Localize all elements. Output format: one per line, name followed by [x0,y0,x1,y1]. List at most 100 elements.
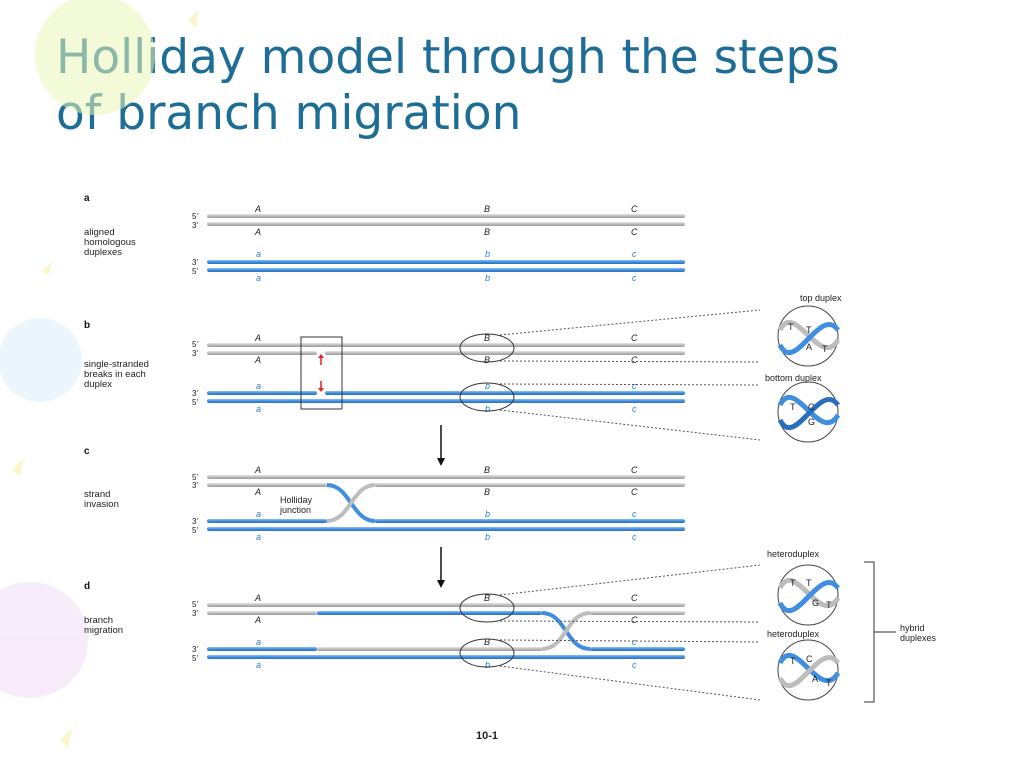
gene-label: c [632,509,637,519]
helix-strand [777,655,841,689]
gene-label: a [256,660,261,670]
crossover-strand [326,483,376,523]
helix-strand [777,397,841,431]
blue-strand [317,611,542,615]
end-label: 3' [192,517,198,526]
panel-c-letter: c [84,446,90,457]
panel-b-letter: b [84,320,90,331]
gene-label: b [485,660,490,670]
grey-strand [207,351,317,355]
gene-label: c [632,532,637,542]
base-letter: T [790,402,796,412]
blue-strand [590,647,685,651]
gene-label: A [254,204,261,214]
gene-label: C [631,333,638,343]
zoom-leader [499,409,761,441]
gene-label: a [256,273,261,283]
base-letter: T [826,678,832,688]
blue-strand [207,655,685,659]
panel-d-caption-1: branch [84,615,113,626]
holliday-junction-label-2: junction [279,505,311,515]
gene-label: B [484,487,490,497]
grey-strand [207,611,317,615]
end-label: 5' [192,473,198,482]
panel-b: 5' 3' 3' 5' A B C A B C a b c a b c top … [192,293,842,443]
zoom-leader [499,309,761,336]
gene-label: B [484,465,490,475]
end-label: 3' [192,389,198,398]
gene-label: b [485,249,490,259]
blue-strand [207,391,317,395]
break-arrow-head [318,354,324,358]
helix-strand [777,394,841,426]
zoom-leader [499,639,761,643]
gene-label: C [631,355,638,365]
gene-label: a [256,509,261,519]
zoom-leader [499,564,761,596]
gene-label: b [485,404,490,414]
gene-label: C [631,487,638,497]
gene-label: c [632,660,637,670]
base-letter: G [812,598,819,608]
blue-strand [375,519,685,523]
gene-label: a [256,532,261,542]
break-arrow-head [318,388,324,392]
bottom-duplex-label: bottom duplex [765,373,822,383]
gene-label: a [256,249,261,259]
gene-label: C [631,615,638,625]
base-letter: T [790,656,796,666]
panel-a-letter: a [84,193,90,204]
end-label: 3' [192,349,198,358]
gene-label: B [484,204,490,214]
step-arrow-head [437,458,445,466]
step-arrow-head [437,580,445,588]
panel-a: 5' 3' 3' 5' A B C A B C a b c a b c [192,204,685,283]
hybrid-duplexes-label-1: hybrid [900,623,925,633]
grey-strand [207,603,685,607]
grey-strand [325,351,685,355]
base-letter: T [790,578,796,588]
gene-label: C [631,465,638,475]
zoom-leader [499,620,761,623]
holliday-label-bg [274,494,332,516]
helix-strand [777,322,841,356]
panel-a-caption-1: aligned [84,227,115,238]
base-letter: A [812,674,818,684]
blue-strand [207,268,685,272]
helix-strand [777,577,841,609]
zoom-leader [499,383,761,386]
helix-strand [777,319,841,351]
gene-label: b [485,532,490,542]
gene-label: A [254,355,261,365]
hybrid-duplexes-label-2: duplexes [900,633,937,643]
grey-strand [207,475,685,479]
panel-a-caption-3: duplexes [84,247,122,258]
base-letter: T [806,578,812,588]
crossover-strand [541,611,591,651]
end-label: 5' [192,526,198,535]
gene-label: C [631,204,638,214]
end-label: 3' [192,481,198,490]
grey-strand [207,222,685,226]
end-label: 5' [192,600,198,609]
background-decoration [0,0,198,748]
hybrid-bracket [864,561,875,703]
end-label: 3' [192,609,198,618]
grey-strand [207,343,685,347]
zoom-ellipse [459,333,515,363]
helix-strand [777,652,841,684]
zoom-leader [499,360,761,363]
gene-label: b [485,509,490,519]
zoom-leader [499,665,761,701]
panel-b-caption-1: single-stranded [84,359,149,370]
heteroduplex-label: heteroduplex [767,629,820,639]
gene-label: B [484,637,490,647]
gene-label: b [485,273,490,283]
base-letter: T [788,322,794,332]
blue-strand [207,647,317,651]
gene-label: a [256,381,261,391]
gene-label: B [484,333,490,343]
zoom-ellipse [459,593,515,623]
base-letter: T [822,344,828,354]
gene-label: C [631,593,638,603]
